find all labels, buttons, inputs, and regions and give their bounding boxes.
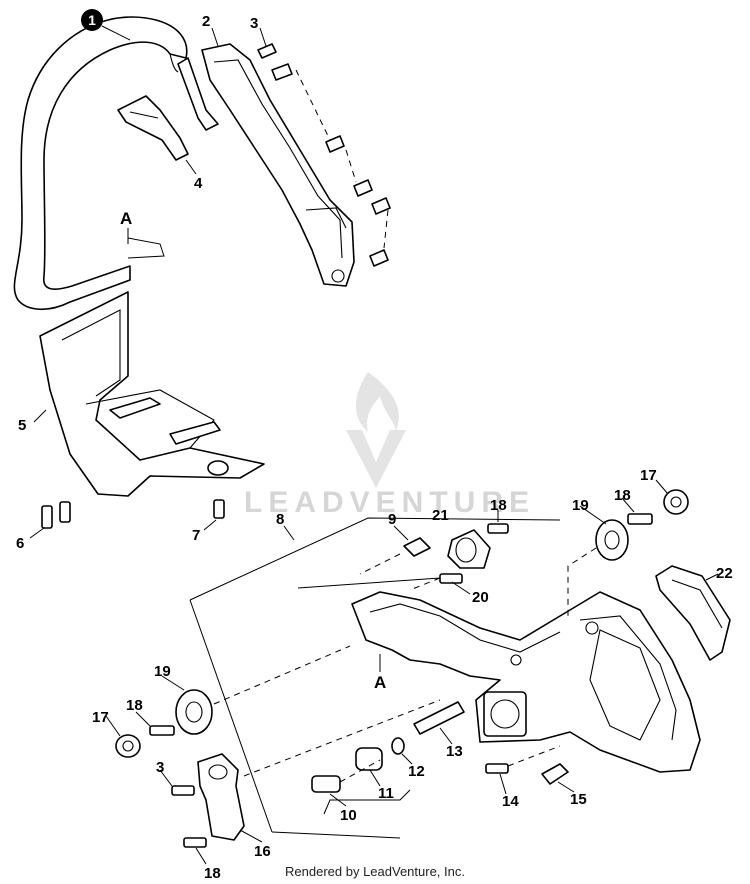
callout-18-bottom: 18 (204, 865, 221, 882)
callout-14: 14 (502, 793, 519, 810)
section-label-a-bottom: A (374, 673, 386, 692)
rear-handle-housing (351, 591, 701, 773)
watermark-text: LEADVENTURE (244, 486, 535, 519)
callout-18-left: 18 (126, 697, 143, 714)
callout-7: 7 (192, 527, 200, 544)
callout-9: 9 (388, 511, 396, 528)
handle-bar-insert (177, 57, 219, 131)
callout-6: 6 (16, 535, 24, 552)
callout-16: 16 (254, 843, 271, 860)
callout-12: 12 (408, 763, 425, 780)
credit-text: Rendered by LeadVenture, Inc. (285, 864, 465, 879)
callout-15: 15 (570, 791, 587, 808)
callout-17-right: 17 (640, 467, 657, 484)
callout-3-top: 3 (250, 15, 258, 32)
callout-2: 2 (202, 13, 210, 30)
callout-21: 21 (432, 507, 449, 524)
svg-text:1: 1 (88, 12, 96, 28)
leader-lines (29, 25, 719, 865)
callout-18-right: 18 (614, 487, 631, 504)
callout-11: 11 (378, 785, 394, 802)
front-handle-bar (13, 16, 191, 311)
callout-10: 10 (340, 807, 357, 824)
callout-18-mid: 18 (490, 497, 507, 514)
callout-5: 5 (18, 417, 26, 434)
section-label-a-top: A (120, 209, 132, 228)
callout-22: 22 (716, 565, 733, 582)
grip-cover (655, 565, 731, 661)
right-mounts (567, 489, 689, 620)
handle-top-plate (201, 43, 355, 287)
callout-3-bottom: 3 (156, 759, 164, 776)
lower-guard (39, 237, 265, 497)
upper-mounts (359, 523, 509, 591)
bolt-group-top (257, 43, 391, 267)
callout-19-left: 19 (154, 663, 171, 680)
watermark-logo: LEADVENTURE (244, 372, 535, 519)
assembly-8-outline (189, 517, 561, 839)
callout-19-right: 19 (572, 497, 589, 514)
callout-13: 13 (446, 743, 463, 760)
left-mounts (115, 645, 441, 848)
handle-bracket (117, 95, 189, 161)
lower-hardware (311, 701, 569, 793)
guard-screws (41, 499, 225, 529)
callout-17-left: 17 (92, 709, 109, 726)
callout-1: 1 (81, 9, 103, 31)
callout-20: 20 (472, 589, 489, 606)
callout-4: 4 (194, 175, 203, 192)
callout-8: 8 (276, 511, 284, 528)
